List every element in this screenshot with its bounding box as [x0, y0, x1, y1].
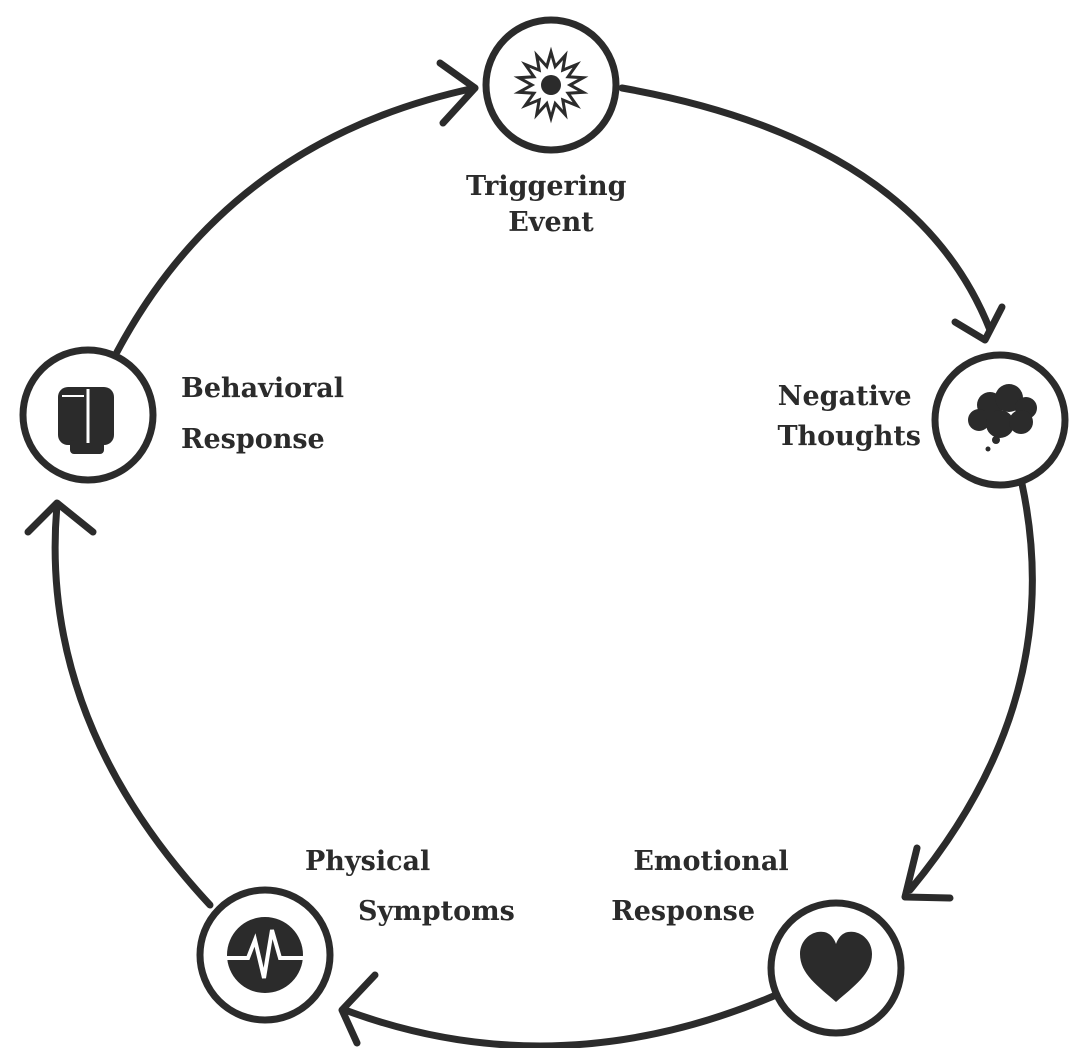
label-line: Response	[611, 896, 755, 927]
arrowhead-physical	[338, 971, 379, 1047]
label-line: Emotional	[633, 846, 788, 877]
node-label-behavioral-response: Behavioral Response	[181, 373, 353, 455]
thought-cloud-icon	[968, 384, 1037, 452]
node-emotional-response: Emotional Response	[611, 846, 905, 1037]
node-label-physical-symptoms: Physical Symptoms	[305, 846, 515, 927]
edge-negative-to-emotional	[906, 480, 1036, 894]
heartbeat-icon	[226, 917, 304, 993]
label-line: Behavioral	[181, 373, 344, 404]
node-behavioral-response: Behavioral Response	[19, 346, 353, 484]
label-line: Negative	[778, 381, 912, 412]
label-line: Triggering	[466, 171, 627, 202]
node-triggering-event: Triggering Event	[466, 16, 636, 238]
node-label-emotional-response: Emotional Response	[611, 846, 798, 927]
arrowhead-emotional	[901, 844, 954, 902]
node-negative-thoughts: Negative Thoughts	[777, 351, 1069, 489]
edge-triggering-to-negative	[618, 84, 994, 334]
label-line: Event	[508, 207, 594, 238]
node-label-triggering-event: Triggering Event	[466, 171, 636, 238]
heart-icon	[800, 931, 872, 1002]
label-line: Response	[181, 424, 325, 455]
edge-physical-to-behavioral	[51, 501, 214, 909]
edge-emotional-to-physical	[341, 988, 787, 1048]
node-label-negative-thoughts: Negative Thoughts	[777, 381, 921, 452]
arrowhead-behavioral	[24, 499, 97, 536]
fist-icon	[58, 387, 114, 454]
arrowhead-negative	[951, 303, 1006, 344]
edge-behavioral-to-triggering	[113, 84, 479, 356]
starburst-icon	[513, 46, 589, 124]
label-line: Physical	[305, 846, 430, 877]
label-line: Symptoms	[358, 896, 515, 927]
node-physical-symptoms: Physical Symptoms	[196, 846, 515, 1024]
arrowhead-triggering	[436, 59, 479, 127]
label-line: Thoughts	[777, 421, 921, 452]
